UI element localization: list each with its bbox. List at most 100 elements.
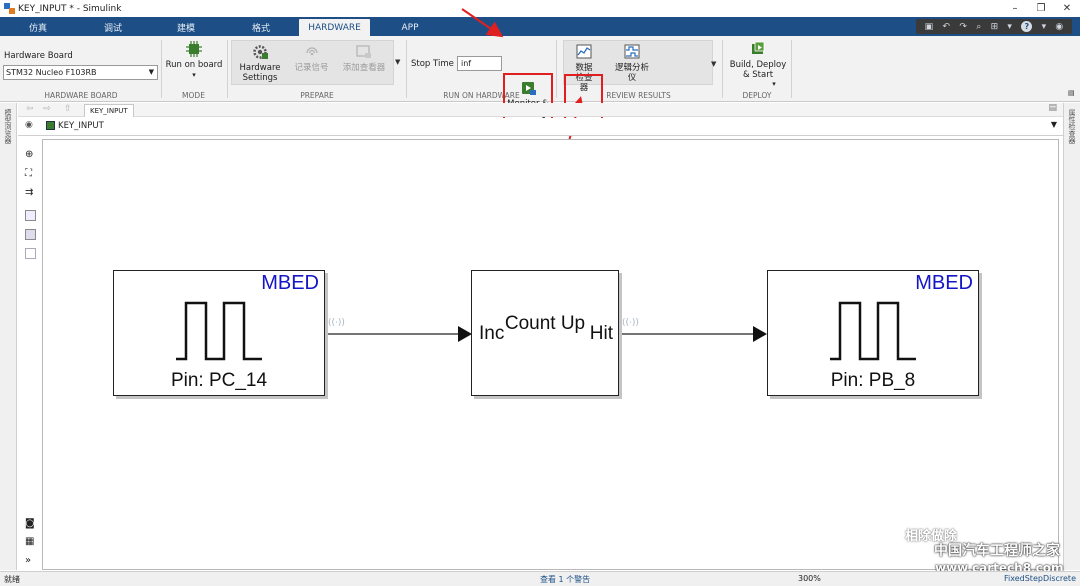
- tab-app[interactable]: APP: [401, 22, 419, 33]
- tab-simulation[interactable]: 仿真: [28, 24, 47, 34]
- group-divider: [556, 40, 557, 98]
- zoom-icon[interactable]: ⊕: [25, 149, 34, 160]
- status-bar: 就绪 查看 1 个警告 300% FixedStepDiscrete: [0, 571, 1080, 586]
- hierarchy-icon[interactable]: ◉: [25, 120, 33, 130]
- group-label-run-on-hardware: RUN ON HARDWARE: [443, 91, 520, 100]
- group-divider: [722, 40, 723, 98]
- group-divider: [791, 40, 792, 98]
- status-text: 就绪: [4, 575, 20, 584]
- expand-icon[interactable]: »: [25, 555, 32, 566]
- stop-time-label: Stop Time: [411, 59, 454, 69]
- annotation-icon[interactable]: [25, 210, 36, 221]
- hardware-board-value: STM32 Nucleo F103RB: [6, 68, 97, 77]
- solver-link[interactable]: FixedStepDiscrete: [1004, 574, 1076, 583]
- logic-analyzer-button[interactable]: 逻辑分析仪: [609, 44, 655, 83]
- pin-icon[interactable]: ⊞: [990, 21, 999, 32]
- canvas-toolstrip: ⊕ ⛶ ⇉ ◙ ▦ »: [22, 140, 39, 570]
- search-icon[interactable]: ⌕: [976, 21, 982, 32]
- redo-icon[interactable]: ↷: [959, 21, 967, 32]
- minimize-icon[interactable]: –: [1012, 3, 1018, 14]
- watermark-line1: 相除做除: [905, 529, 958, 544]
- explorer-bar-icon[interactable]: ▦: [25, 536, 35, 547]
- arrow-right-icon[interactable]: ⇉: [25, 187, 34, 198]
- watermark-line2: 中国汽车工程师之家: [934, 543, 1060, 559]
- hardware-board-select[interactable]: STM32 Nucleo F103RB ▼: [3, 65, 158, 80]
- dropdown-icon[interactable]: ▾: [1041, 21, 1047, 32]
- viewer-icon: [355, 44, 373, 60]
- chevron-down-icon[interactable]: ▼: [1050, 120, 1057, 129]
- group-prepare: Hardware Settings 记录信号 添加查看器 ▼ PREPARE: [228, 36, 406, 102]
- build-deploy-start-label: Build, Deploy & Start: [729, 60, 787, 80]
- model-path[interactable]: KEY_INPUT: [58, 121, 104, 131]
- count-up-block[interactable]: Count Up Inc Hit: [471, 270, 619, 396]
- tab-hardware[interactable]: HARDWARE: [299, 19, 370, 36]
- restore-icon[interactable]: ❐: [1036, 3, 1046, 14]
- address-bar: ◉ KEY_INPUT ▼: [18, 118, 1063, 136]
- model-tab[interactable]: KEY_INPUT: [84, 104, 134, 117]
- tab-format[interactable]: 格式: [251, 24, 270, 34]
- window-controls: – ❐ ✕: [1002, 0, 1080, 17]
- expand-gallery-icon[interactable]: ▼: [711, 60, 717, 68]
- data-inspector-button[interactable]: 数据检查器: [566, 44, 602, 93]
- digital-input-block[interactable]: MBED Pin: PC_14: [113, 270, 325, 396]
- count-up-title: Count Up: [504, 313, 586, 334]
- data-inspector-label: 数据检查器: [575, 63, 593, 93]
- arrow-to-monitor-tune: [461, 8, 504, 38]
- pin-label: Pin: PB_8: [830, 370, 916, 391]
- build-deploy-start-button[interactable]: Build, Deploy & Start ▾: [726, 41, 790, 89]
- collapse-icon[interactable]: ▤: [1068, 89, 1075, 97]
- dropdown-icon[interactable]: ▾: [1007, 21, 1012, 32]
- hide-panel-icon[interactable]: ▤: [1048, 103, 1057, 113]
- run-on-board-button[interactable]: Run on board ▾: [163, 41, 225, 80]
- logic-analyzer-label: 逻辑分析仪: [614, 63, 649, 83]
- log-signals-button[interactable]: 记录信号: [289, 44, 334, 73]
- area-icon[interactable]: [25, 248, 36, 259]
- chip-icon: [185, 41, 203, 57]
- ribbon-tab-bar: 仿真 调试 建模 格式 HARDWARE APP ▣ ↶ ↷ ⌕ ⊞ ▾ ? ▾…: [0, 17, 1080, 36]
- undo-icon[interactable]: ↶: [942, 21, 951, 32]
- chevron-down-icon: ▼: [148, 68, 154, 76]
- settings-icon[interactable]: ◉: [1055, 21, 1064, 32]
- tab-debug[interactable]: 调试: [103, 24, 122, 34]
- camera-icon[interactable]: ◙: [25, 518, 35, 529]
- property-inspector-label: 属性检查器: [1068, 109, 1076, 144]
- inc-port-label: Inc: [479, 323, 505, 344]
- hardware-settings-button[interactable]: Hardware Settings: [234, 44, 286, 83]
- save-icon[interactable]: ▣: [924, 21, 934, 32]
- mbed-badge: MBED: [261, 272, 319, 294]
- group-divider: [161, 40, 162, 98]
- stop-time-input[interactable]: inf: [457, 56, 502, 71]
- close-icon[interactable]: ✕: [1062, 3, 1072, 14]
- add-viewer-button[interactable]: 添加查看器: [336, 44, 392, 73]
- monitor-tune-dropdown-icon[interactable]: ▼: [541, 113, 547, 121]
- hardware-board-label: Hardware Board: [4, 51, 73, 61]
- logic-analyzer-icon: [623, 44, 641, 60]
- forward-icon[interactable]: ⇨: [43, 104, 51, 114]
- back-icon[interactable]: ⇦: [26, 104, 34, 114]
- property-inspector-sidebar[interactable]: ▤ 属性检查器: [1063, 89, 1080, 570]
- group-divider: [227, 40, 228, 98]
- hardware-settings-label: Hardware Settings: [239, 63, 281, 83]
- tab-modeling[interactable]: 建模: [176, 24, 195, 34]
- title-bar: KEY_INPUT * - Simulink – ❐ ✕: [0, 0, 1080, 17]
- run-on-board-label: Run on board: [165, 60, 223, 70]
- build-deploy-icon: [749, 41, 767, 57]
- model-browser-sidebar[interactable]: 模型浏览器: [0, 103, 17, 570]
- group-label-deploy: DEPLOY: [742, 91, 772, 100]
- group-divider: [406, 40, 407, 98]
- group-review-results: 数据检查器 逻辑分析仪 ▼ REVIEW RESULTS: [557, 36, 720, 102]
- pin-label: Pin: PC_14: [170, 370, 268, 391]
- fit-to-view-icon[interactable]: ⛶: [25, 168, 32, 179]
- help-icon[interactable]: ?: [1021, 21, 1033, 32]
- up-icon[interactable]: ⇧: [64, 104, 72, 114]
- model-browser-label: 模型浏览器: [4, 109, 12, 144]
- expand-gallery-icon[interactable]: ▼: [395, 58, 401, 66]
- group-label-prepare: PREPARE: [300, 91, 334, 100]
- group-label-hardware-board: HARDWARE BOARD: [44, 91, 118, 100]
- model-icon: [46, 121, 55, 130]
- pulse-icon: [176, 301, 262, 361]
- image-icon[interactable]: [25, 229, 36, 240]
- digital-output-block[interactable]: MBED Pin: PB_8: [767, 270, 979, 396]
- simulink-app-icon: [4, 3, 15, 14]
- warning-link[interactable]: 查看 1 个警告: [540, 575, 591, 584]
